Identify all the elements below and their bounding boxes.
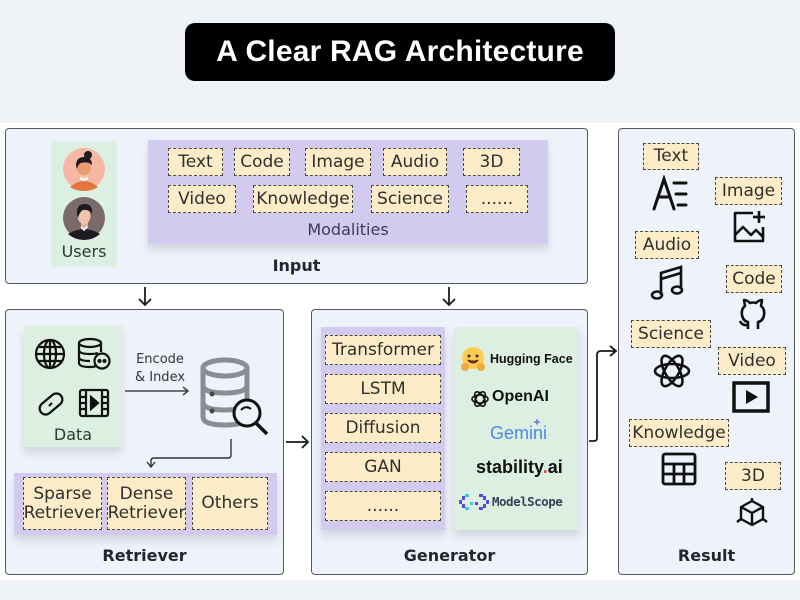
users-label: Users [61, 242, 107, 261]
atom-icon [653, 354, 691, 388]
modality-chip-science: Science [371, 185, 449, 213]
modelscope-icon [459, 494, 489, 510]
openai-label: OpenAI [492, 388, 549, 405]
modality-chip-image: Image [305, 148, 371, 176]
modality-chip-audio: Audio [383, 148, 447, 176]
data-sources-group: Data [24, 326, 122, 447]
model-chip-diffusion: Diffusion [325, 413, 441, 443]
result-chip-image: Image [715, 177, 782, 205]
retriever-chip-dense: Dense Retriever [107, 477, 186, 530]
globe-icon [34, 338, 66, 370]
database-icon [77, 337, 111, 370]
retriever-types-group: Sparse Retriever Dense Retriever Others [14, 473, 277, 535]
modalities-group: Text Code Image Audio 3D Video Knowledge… [148, 140, 548, 244]
hugging-face-icon [461, 347, 485, 371]
modality-chip-text: Text [168, 148, 223, 176]
model-types-group: Transformer LSTM Diffusion GAN ...... [321, 327, 445, 530]
modality-chip-more: ...... [466, 185, 528, 213]
retriever-chip-dense-line1: Dense [119, 483, 174, 504]
encode-label: Encode [136, 352, 184, 367]
gemini-sparkle-icon [533, 418, 541, 426]
image-add-icon [733, 211, 765, 243]
result-chip-text: Text [643, 143, 699, 170]
retriever-chip-sparse: Sparse Retriever [23, 477, 102, 530]
retriever-chip-others: Others [192, 477, 268, 530]
user-avatar-female [63, 148, 105, 191]
stability-ai-suffix: .ai [542, 457, 563, 477]
result-chip-video: Video [718, 347, 786, 375]
retriever-label: Retriever [102, 546, 187, 565]
result-panel: Text Image Audio Code [618, 128, 795, 575]
hugging-face-label: Hugging Face [490, 352, 573, 366]
modelscope-label: ModelScope [492, 494, 563, 509]
index-label: & Index [134, 370, 186, 385]
github-icon [738, 298, 766, 329]
db-to-retrievers-arrow [146, 439, 232, 469]
model-chip-lstm: LSTM [325, 374, 441, 404]
model-chip-more: ...... [325, 491, 441, 521]
result-chip-code: Code [726, 265, 782, 293]
vector-database-icon [200, 357, 269, 436]
modalities-label: Modalities [307, 220, 389, 239]
generator-label: Generator [403, 546, 496, 565]
film-icon [78, 388, 110, 418]
modality-chip-knowledge: Knowledge [253, 185, 353, 213]
openai-icon [471, 390, 489, 408]
cube-3d-icon [736, 498, 768, 527]
result-chip-science: Science [631, 320, 711, 348]
stability-ai-label: stability.ai [476, 457, 563, 478]
model-chip-gan: GAN [325, 452, 441, 482]
stability-text: stability [476, 457, 543, 477]
result-label: Result [677, 546, 736, 565]
modality-chip-3d: 3D [463, 148, 520, 176]
retriever-chip-sparse-line2: Retriever [23, 502, 102, 523]
encode-arrow [125, 386, 190, 396]
music-note-icon [650, 265, 684, 300]
result-chip-audio: Audio [635, 231, 699, 259]
input-panel: Users Text Code Image Audio 3D Video Kno… [5, 128, 588, 284]
table-icon [661, 452, 697, 486]
providers-group: Hugging Face OpenAI Gemini stability.ai [454, 327, 580, 530]
retriever-panel: Data Encode & Index Sparse Retriever Den… [5, 309, 284, 575]
data-label: Data [53, 425, 93, 444]
text-format-icon [652, 174, 688, 211]
result-chip-knowledge: Knowledge [629, 419, 729, 447]
input-to-retriever-arrow [138, 287, 152, 307]
result-chip-3d: 3D [725, 462, 781, 490]
retriever-chip-dense-line2: Retriever [107, 502, 186, 523]
gemini-label: Gemini [490, 423, 548, 443]
input-to-generator-arrow [442, 287, 456, 307]
input-label: Input [272, 256, 321, 275]
search-icon [232, 398, 269, 436]
link-icon [38, 392, 64, 416]
video-play-icon [732, 381, 770, 413]
users-group: Users [51, 141, 117, 267]
generator-panel: Transformer LSTM Diffusion GAN ...... Hu… [311, 309, 588, 575]
modality-chip-code: Code [234, 148, 290, 176]
generator-to-result-arrow [589, 345, 618, 442]
model-chip-transformer: Transformer [325, 335, 441, 365]
retriever-to-generator-arrow [286, 435, 310, 449]
page-title: A Clear RAG Architecture [185, 23, 615, 81]
user-avatar-male [63, 197, 105, 240]
modality-chip-video: Video [168, 185, 236, 213]
retriever-chip-sparse-line1: Sparse [33, 483, 92, 504]
